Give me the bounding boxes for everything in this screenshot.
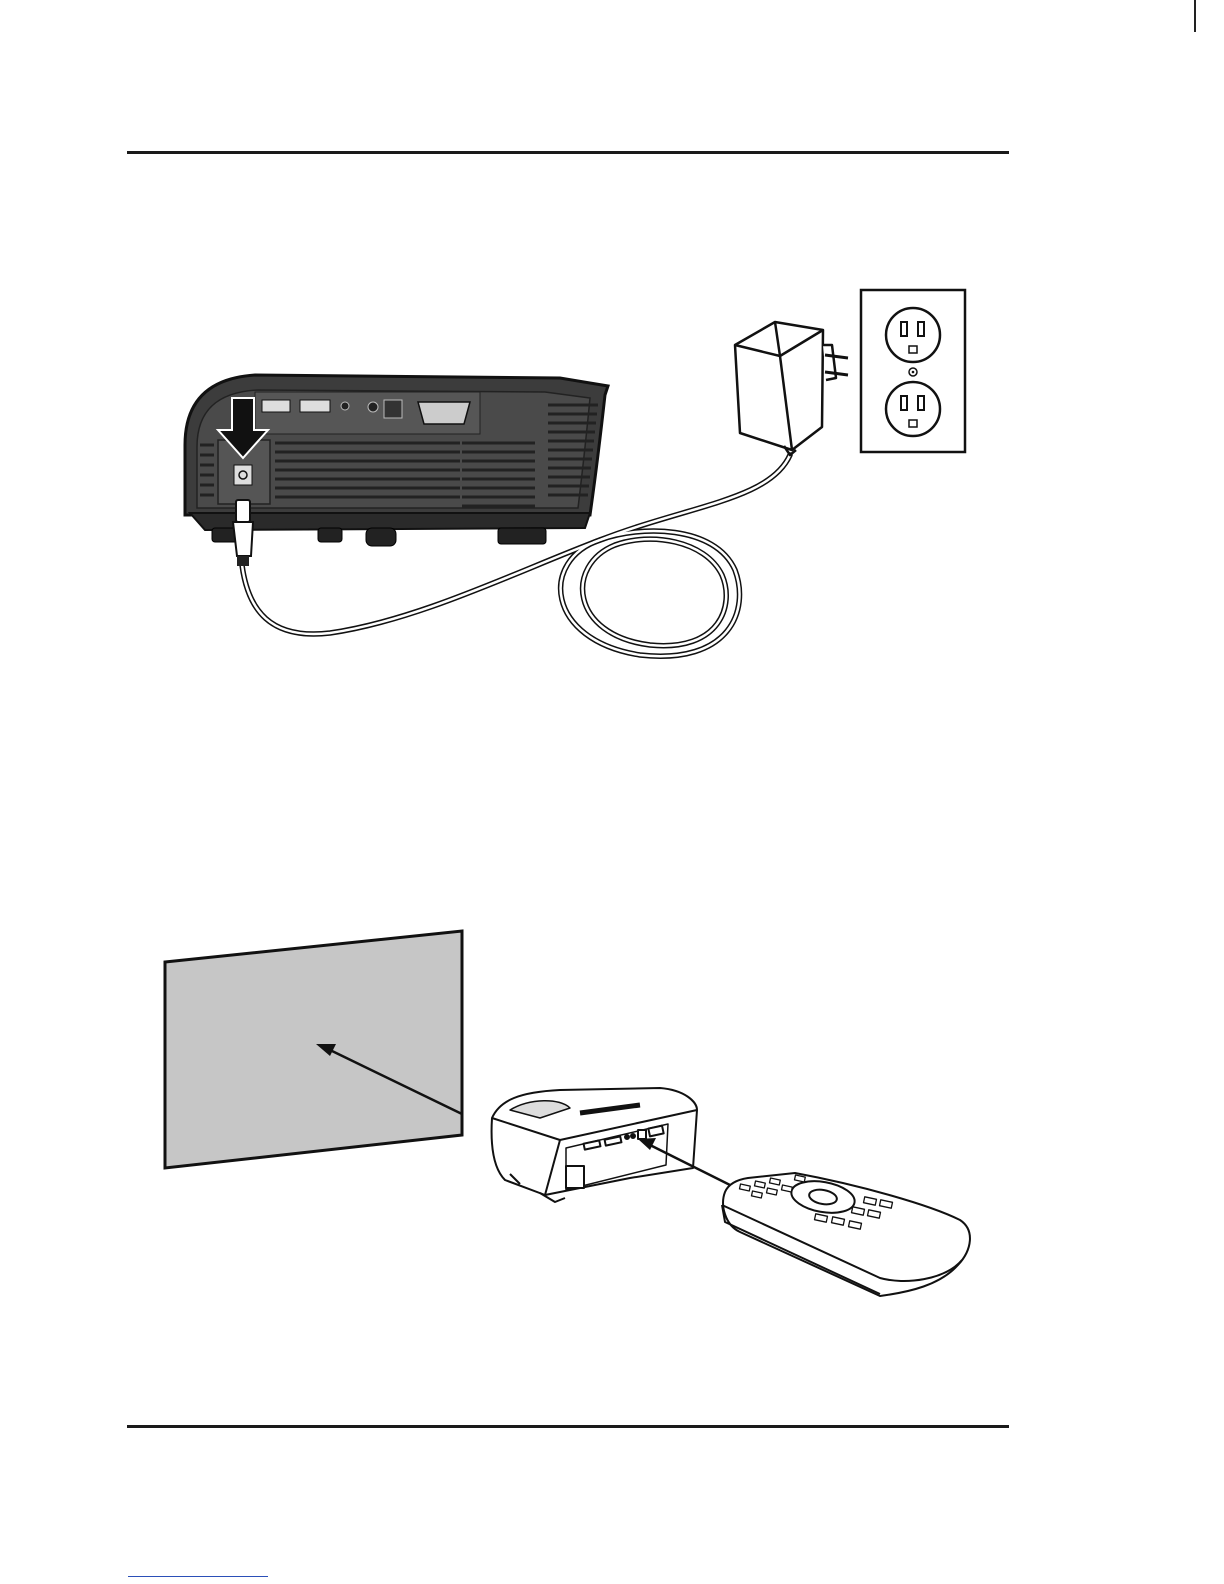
footer-rule <box>127 1425 1009 1428</box>
dc-plug <box>233 500 253 566</box>
wall-outlet <box>861 290 965 452</box>
remote-control <box>722 1173 970 1296</box>
power-jack <box>234 465 252 485</box>
projection-screen <box>165 931 462 1168</box>
projector <box>492 1088 697 1202</box>
power-connection-figure <box>0 0 1224 700</box>
remote-control-figure <box>0 900 1224 1320</box>
footer-link-underline[interactable] <box>128 1576 268 1577</box>
ac-adapter <box>735 322 848 455</box>
